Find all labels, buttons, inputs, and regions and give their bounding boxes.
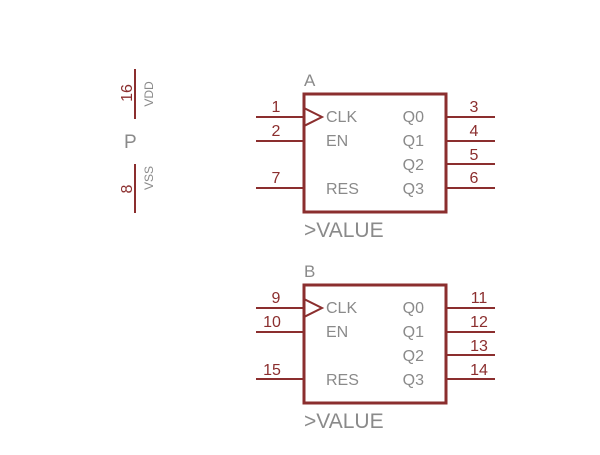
pin-number: 12 [470,314,488,331]
value-label: >VALUE [304,219,384,242]
pin-q2: 13 Q2 [403,338,495,365]
pin-en: 10 EN [256,314,348,341]
pin-name: CLK [326,300,357,317]
pin-number: 7 [272,170,281,187]
pin-q0: 11 Q0 [403,290,495,317]
vdd-pin-number: 16 [119,84,136,102]
pin-name: EN [326,324,348,341]
pin-res: 15 RES [256,362,359,389]
pin-q0: 3 Q0 [403,99,495,126]
pin-name: Q0 [403,109,424,126]
pin-number: 3 [470,99,479,116]
vss-pin-name: VSS [142,166,156,190]
pin-number: 9 [272,290,281,307]
pin-number: 1 [272,99,281,116]
pin-clk: 9 CLK [256,290,357,318]
pin-q2: 5 Q2 [403,147,495,174]
gate-body [302,283,448,405]
clock-triangle-icon [304,107,325,127]
pin-name: Q1 [403,133,424,150]
gate-body [302,92,448,214]
gate-b: B >VALUE 9 CLK 10 EN 15 RES 11 Q0 12 [256,262,495,433]
pin-number: 11 [471,290,488,307]
power-label: P [124,132,137,153]
vss-pin-number: 8 [119,184,136,193]
clock-triangle-icon [304,298,325,318]
gate-a: A >VALUE 1 CLK 2 EN 7 RES 3 Q0 4 [256,71,495,242]
pin-name: RES [326,372,359,389]
pin-q1: 12 Q1 [403,314,495,341]
vdd-pin-name: VDD [142,81,156,107]
pin-number: 2 [272,123,281,140]
gate-name: A [304,71,316,90]
pin-res: 7 RES [256,170,359,198]
gate-name: B [304,262,315,281]
pin-name: RES [326,181,359,198]
pin-q1: 4 Q1 [403,123,495,150]
pin-number: 5 [470,147,479,164]
pin-name: Q0 [403,300,424,317]
pin-name: Q3 [403,181,424,198]
pin-number: 4 [470,123,479,140]
pin-name: CLK [326,109,357,126]
pin-q3: 6 Q3 [403,170,495,198]
value-label: >VALUE [304,410,384,433]
pin-number: 14 [470,362,488,379]
power-symbol: 16 VDD P 8 VSS [119,69,156,213]
pin-name: Q1 [403,324,424,341]
pin-number: 13 [470,338,488,355]
pin-name: Q2 [403,157,424,174]
pin-name: Q2 [403,348,424,365]
pin-name: EN [326,133,348,150]
pin-number: 10 [263,314,281,331]
pin-name: Q3 [403,372,424,389]
pin-q3: 14 Q3 [403,362,495,389]
pin-number: 6 [470,170,479,187]
pin-en: 2 EN [256,123,348,150]
pin-clk: 1 CLK [256,99,357,127]
pin-number: 15 [263,362,281,379]
